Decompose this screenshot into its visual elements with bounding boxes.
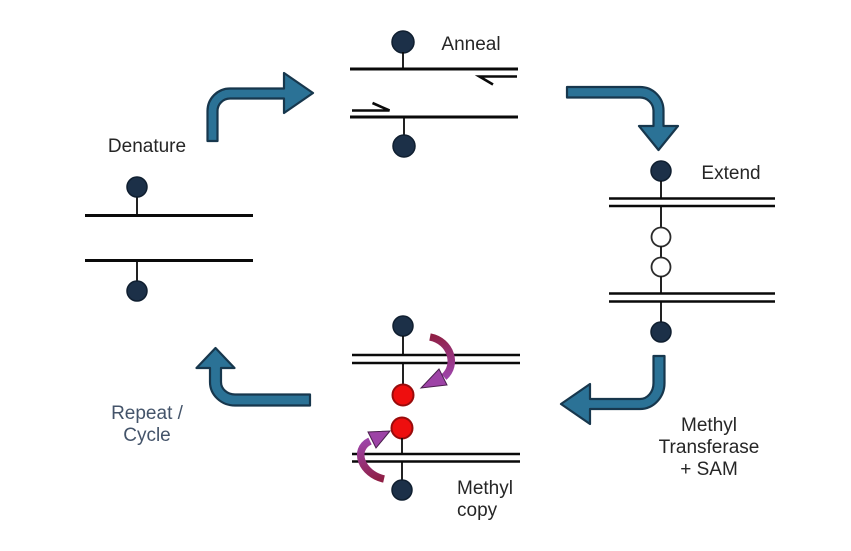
methyl-group-node: [126, 176, 148, 198]
flow-arrow-anneal-to-extend: [565, 85, 680, 152]
anneal-label: Anneal: [441, 34, 500, 55]
extend-structure: [609, 160, 775, 343]
flow-arrow-extend-to-methyl: [559, 354, 666, 426]
repeat-cycle-label: Repeat / Cycle: [111, 403, 184, 446]
unmethylated-site-node: [650, 256, 672, 278]
methyl-transferase-label-line3: + SAM: [680, 459, 738, 480]
methyl-copy-structure-bottom: [352, 416, 520, 501]
methyl-copy-label: Methyl copy: [457, 478, 513, 521]
methyl-transfer-arrow-bottom: [357, 437, 386, 483]
new-methyl-group-node: [390, 416, 414, 440]
new-methyl-group-node: [391, 383, 415, 407]
methyl-transferase-label: Methyl Transferase + SAM: [659, 415, 760, 480]
flow-arrow-denature-to-anneal: [206, 71, 315, 143]
methyl-transfer-arrowhead: [367, 430, 392, 449]
methyl-group-node: [650, 321, 672, 343]
methyl-group-node: [650, 160, 672, 182]
denature-structure: [85, 176, 253, 302]
methyl-copy-label-line2: copy: [457, 500, 498, 521]
methyl-transferase-label-line2: Transferase: [659, 437, 760, 458]
methyl-group-node: [392, 315, 414, 337]
methyl-copy-structure-top: [352, 315, 520, 407]
flow-arrow-methyl-to-repeat: [195, 346, 312, 407]
anneal-structure: [350, 30, 518, 158]
methyl-group-node: [391, 479, 413, 501]
methyl-transfer-arrowhead: [419, 368, 448, 389]
methyl-group-node: [392, 134, 416, 158]
methyl-group-node: [391, 30, 415, 54]
primer-arrow-right: [352, 101, 391, 112]
methyl-copy-label-line1: Methyl: [457, 478, 513, 499]
methyl-transfer-arrow-top: [428, 333, 455, 380]
methyl-group-node: [126, 280, 148, 302]
extend-label: Extend: [701, 163, 760, 184]
repeat-cycle-label-line1: Repeat /: [111, 403, 184, 424]
primer-arrow-left: [474, 75, 517, 86]
methyl-transferase-label-line1: Methyl: [681, 415, 737, 436]
unmethylated-site-node: [650, 226, 672, 248]
repeat-cycle-label-line2: Cycle: [123, 425, 171, 446]
denature-label: Denature: [108, 136, 186, 157]
